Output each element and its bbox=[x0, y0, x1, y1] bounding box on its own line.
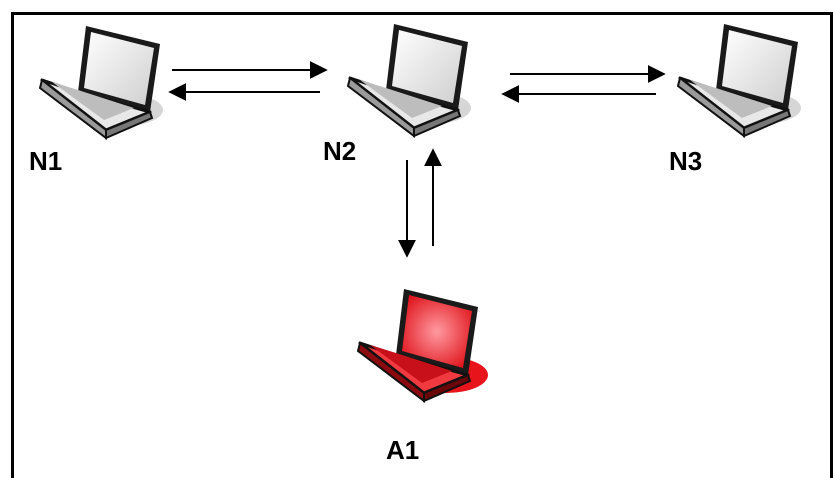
laptop-icon-n2 bbox=[346, 24, 471, 139]
diagram-frame bbox=[11, 12, 833, 478]
laptop-icon-a1 bbox=[356, 289, 488, 404]
label-n1: N1 bbox=[29, 146, 63, 176]
laptop-icon-n1 bbox=[38, 26, 163, 141]
label-n3: N3 bbox=[669, 146, 703, 176]
label-n2: N2 bbox=[323, 136, 357, 166]
label-a1: A1 bbox=[386, 435, 420, 465]
laptop-icon-n3 bbox=[676, 24, 801, 139]
